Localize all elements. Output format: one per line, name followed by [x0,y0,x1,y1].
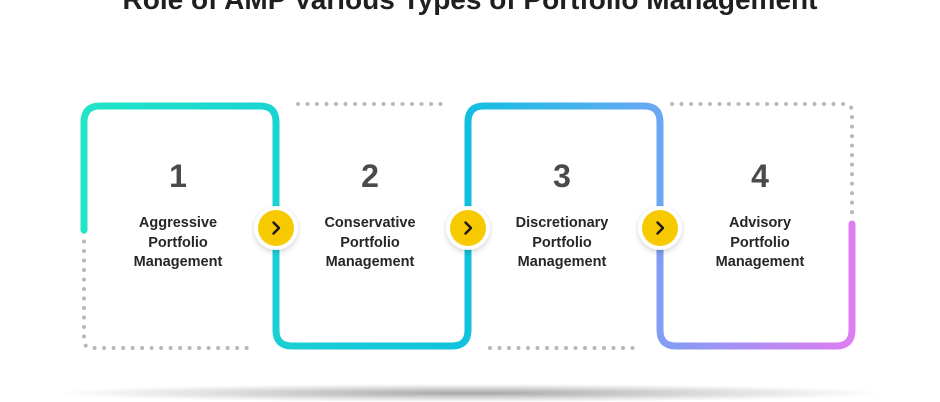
chevron-right-icon [656,221,665,235]
chevron-right-icon [272,221,281,235]
next-step-arrow-1 [258,210,294,246]
solid-segment-4 [656,220,856,350]
solid-segment-2 [272,224,472,350]
step-label-line: Management [517,254,607,270]
page-title: Role of AMP Various Types of Portfolio M… [0,0,940,16]
step-3: 3 Discretionary Portfolio Management [472,158,652,273]
next-step-arrow-2 [450,210,486,246]
step-label-line: Portfolio [730,234,790,251]
step-label-line: Portfolio [340,234,400,251]
step-4: 4 Advisory Portfolio Management [670,158,850,273]
step-number: 2 [361,158,379,194]
step-label-line: Portfolio [532,234,592,251]
next-step-arrow-3 [642,210,678,246]
step-label-line: Conservative [324,215,416,231]
step-number: 3 [553,158,571,194]
step-number: 1 [169,158,187,194]
step-label-line: Management [325,254,415,270]
step-number: 4 [751,158,769,194]
step-label-line: Portfolio [148,234,208,251]
chevron-right-icon [464,221,473,235]
solid-segment-3 [464,102,664,232]
step-label-line: Management [715,254,805,270]
step-label: Conservative Portfolio Management [280,214,460,273]
step-1: 1 Aggressive Portfolio Management [88,158,268,273]
step-label-line: Management [133,254,223,270]
solid-segment-1 [80,102,280,234]
step-label-line: Aggressive [138,215,218,231]
step-label: Discretionary Portfolio Management [472,214,652,273]
step-label: Advisory Portfolio Management [670,214,850,273]
step-label-line: Discretionary [515,215,609,231]
dotted-segment-1 [82,230,252,350]
dotted-segment-4 [670,102,854,216]
step-label-line: Advisory [728,215,792,231]
step-label: Aggressive Portfolio Management [88,214,268,273]
floor-shadow [60,384,880,402]
step-2: 2 Conservative Portfolio Management [280,158,460,273]
